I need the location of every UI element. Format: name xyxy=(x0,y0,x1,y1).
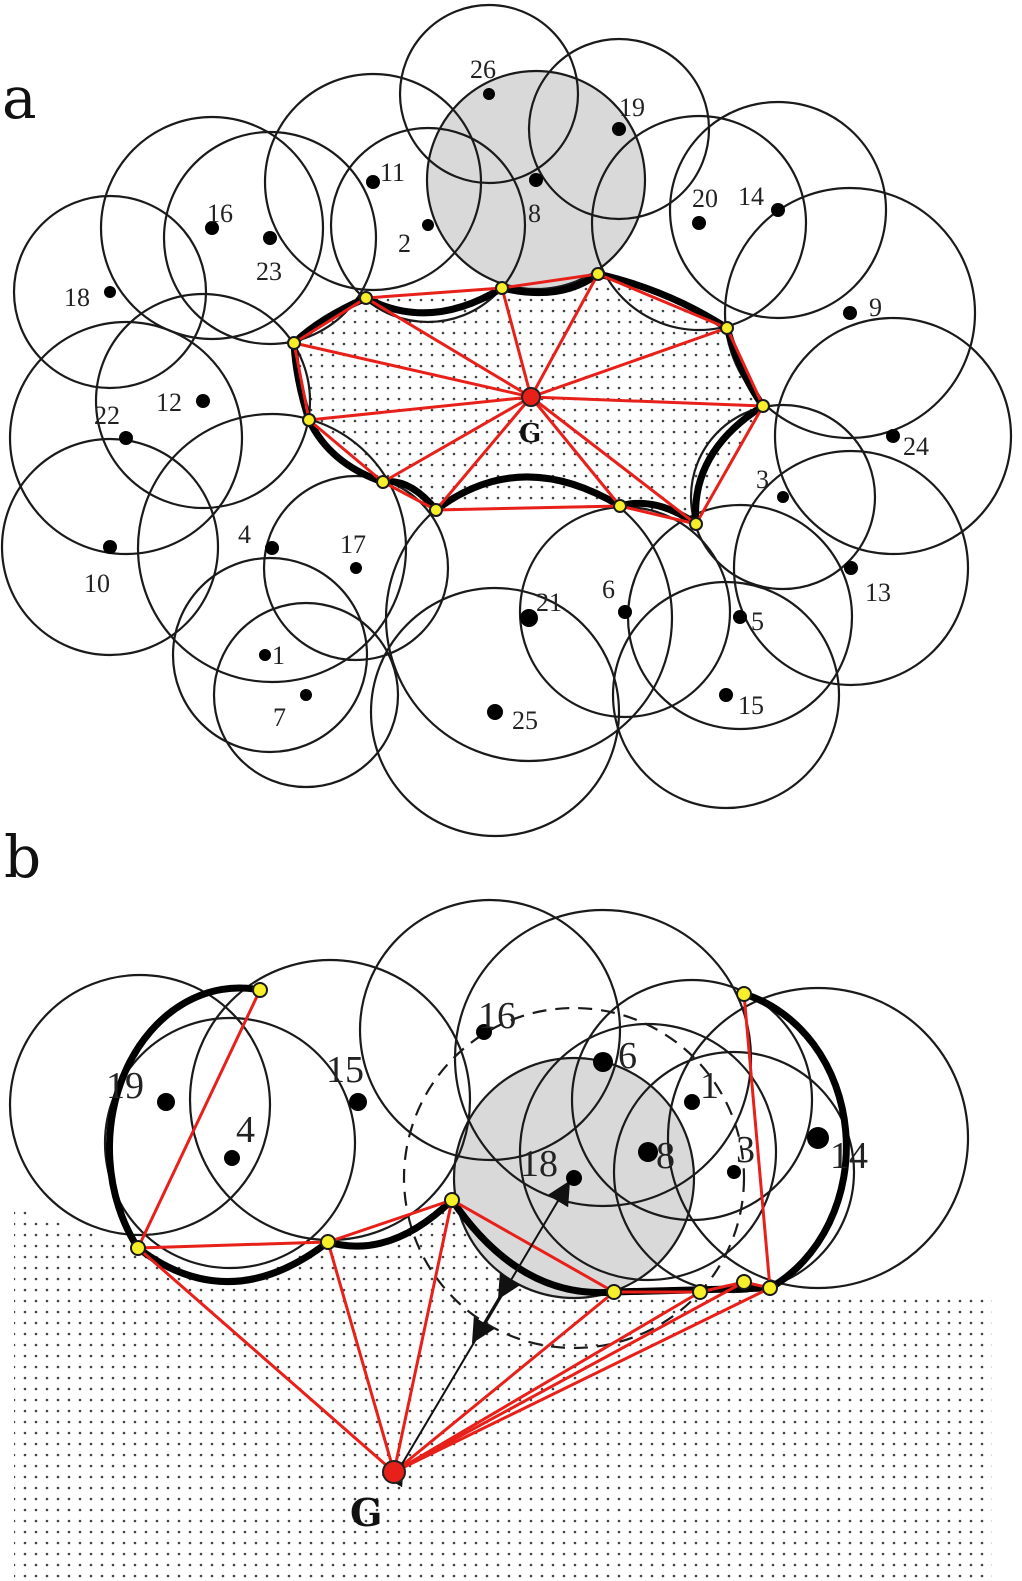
panel-b: b xyxy=(4,823,992,1581)
node-label-8: 8 xyxy=(528,199,541,228)
panel-a-center-dot xyxy=(521,387,541,407)
panel-a-node-labels: 1 2 3 4 5 6 7 8 9 10 11 12 13 14 15 16 1… xyxy=(64,55,929,735)
node-label-17: 17 xyxy=(340,530,366,559)
node-label-7: 7 xyxy=(273,703,286,732)
panel-b-label: b xyxy=(4,823,41,891)
panel-b-distance-arrow-mid xyxy=(471,1272,521,1344)
panel-b-center-label: G xyxy=(350,1490,382,1535)
node-label-24: 24 xyxy=(903,432,929,461)
node-label-5: 5 xyxy=(751,607,764,636)
node-label-15: 15 xyxy=(738,691,764,720)
node-label-6: 6 xyxy=(602,575,615,604)
panel-a-node-dots xyxy=(103,88,900,720)
node-label-11: 11 xyxy=(380,158,405,187)
node-label-b-18: 18 xyxy=(520,1143,558,1185)
node-label-b-8: 8 xyxy=(656,1135,675,1177)
panel-b-node-labels: 19 4 15 16 6 1 18 8 3 14 xyxy=(106,995,868,1185)
node-label-14: 14 xyxy=(738,182,764,211)
node-label-b-3: 3 xyxy=(736,1129,755,1171)
node-label-b-19: 19 xyxy=(106,1065,144,1107)
node-label-b-16: 16 xyxy=(478,995,516,1037)
panel-b-node-dots xyxy=(157,1024,829,1186)
panel-b-center-dot xyxy=(382,1460,406,1484)
panel-a-center-label: G xyxy=(519,419,541,449)
panel-a-label: a xyxy=(2,64,37,132)
node-label-10: 10 xyxy=(84,569,110,598)
node-label-9: 9 xyxy=(869,293,882,322)
node-label-20: 20 xyxy=(692,184,718,213)
node-label-26: 26 xyxy=(470,55,496,84)
panel-a: a xyxy=(0,3,1013,838)
node-label-b-6: 6 xyxy=(618,1035,637,1077)
node-label-12: 12 xyxy=(156,388,182,417)
panel-b-dashed-circle xyxy=(402,1006,746,1350)
node-label-25: 25 xyxy=(512,706,538,735)
node-label-13: 13 xyxy=(865,578,891,607)
node-label-b-1: 1 xyxy=(700,1065,719,1107)
node-label-2: 2 xyxy=(398,229,411,258)
node-label-b-14: 14 xyxy=(830,1135,868,1177)
node-label-23: 23 xyxy=(256,257,282,286)
node-label-18: 18 xyxy=(64,283,90,312)
node-label-4: 4 xyxy=(238,520,251,549)
panel-b-vertices xyxy=(130,982,778,1300)
node-label-21: 21 xyxy=(536,588,562,617)
panel-a-vertices xyxy=(287,267,770,531)
node-label-b-15: 15 xyxy=(326,1049,364,1091)
panel-a-red-edges xyxy=(292,272,765,526)
node-label-3: 3 xyxy=(756,465,769,494)
node-label-19: 19 xyxy=(619,93,645,122)
node-label-16: 16 xyxy=(207,199,233,228)
node-label-22: 22 xyxy=(94,401,120,430)
panel-a-circles xyxy=(0,3,1013,838)
node-label-b-4: 4 xyxy=(236,1109,255,1151)
node-label-1: 1 xyxy=(272,641,285,670)
